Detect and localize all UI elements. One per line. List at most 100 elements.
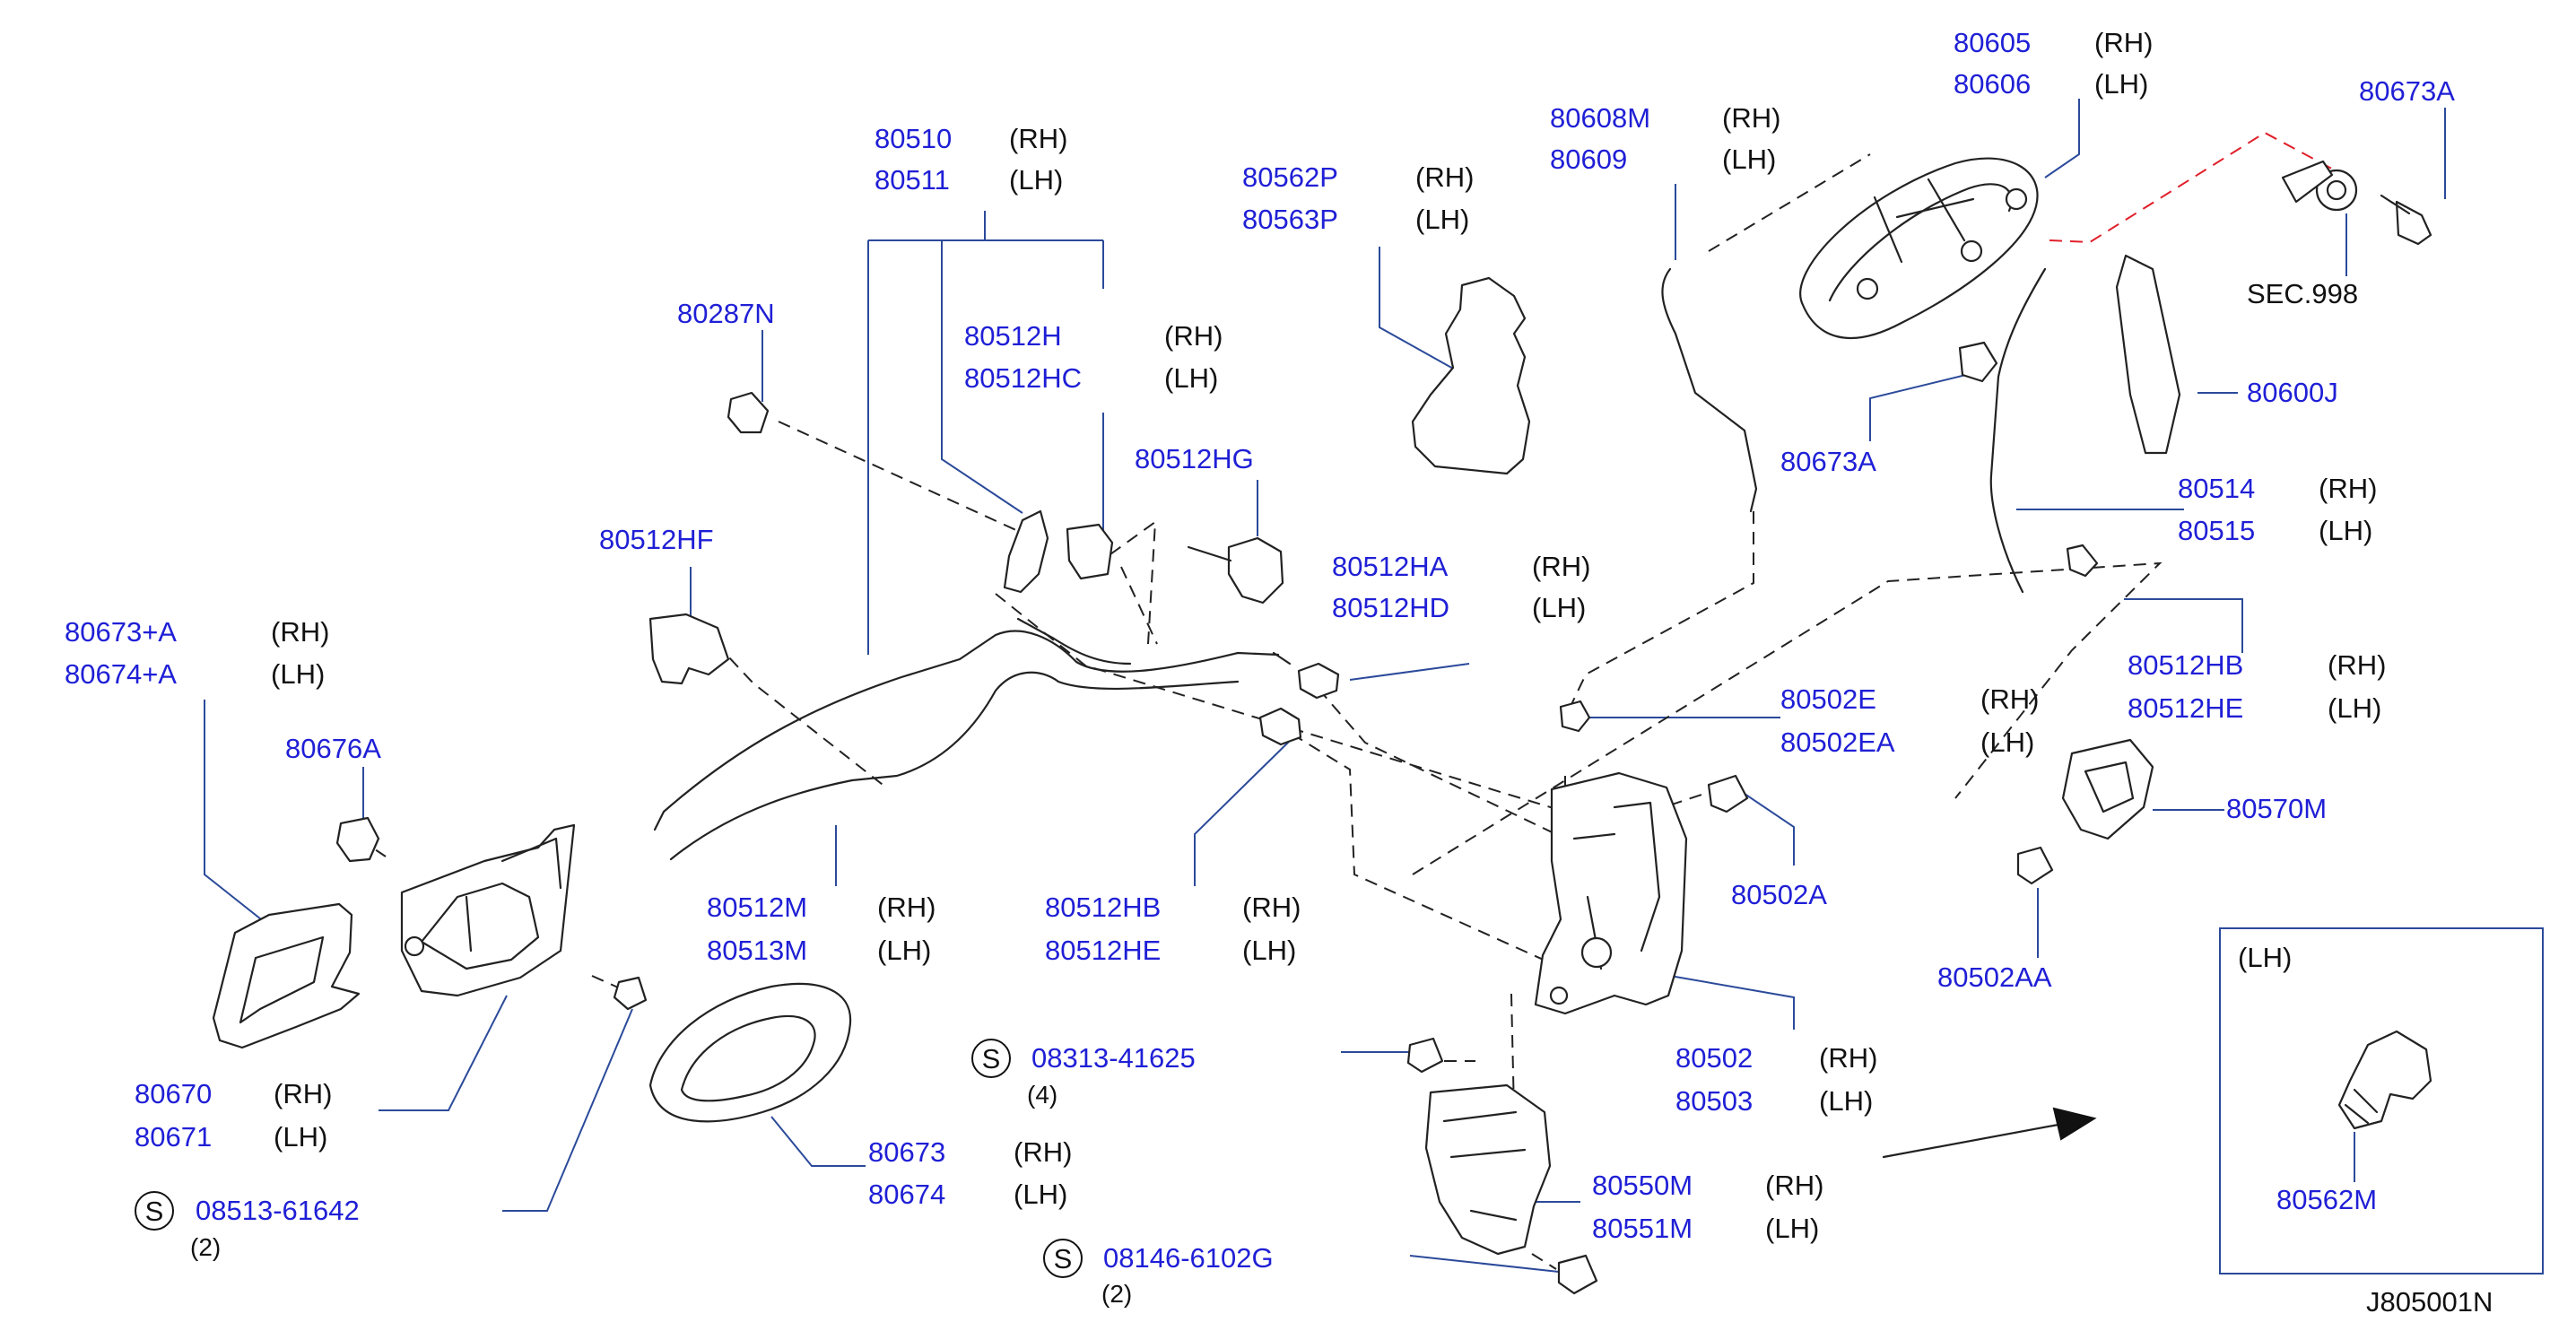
part-number[interactable]: 80502E — [1780, 683, 1876, 715]
label-08146-6102g: S 08146-6102G (2) — [1043, 1239, 1274, 1308]
side-marker: (LH) — [1722, 144, 1776, 175]
part-number[interactable]: 80673A — [2359, 75, 2455, 107]
part-number[interactable]: 80512HA — [1332, 551, 1449, 582]
side-marker: (LH) — [1415, 204, 1469, 235]
screw-80502aa-art — [2016, 846, 2054, 885]
leader-lines — [204, 99, 2446, 1273]
part-number[interactable]: 80676A — [285, 733, 381, 764]
part-number[interactable]: 08513-61642 — [196, 1195, 360, 1226]
screw-08313-art — [1406, 1037, 1444, 1074]
part-number[interactable]: 80503 — [1675, 1085, 1753, 1117]
label-08313-41625: S 08313-41625 (4) — [971, 1039, 1196, 1109]
bezel-80673-art — [648, 982, 852, 1123]
part-number[interactable]: 80512HB — [2128, 649, 2243, 681]
label-80512hb-right: 80512HB (RH) — [2128, 649, 2386, 681]
part-number[interactable]: 80511 — [875, 164, 950, 196]
side-marker: (LH) — [2094, 68, 2148, 100]
part-number[interactable]: 08313-41625 — [1031, 1042, 1196, 1074]
part-number[interactable]: 80562M — [2276, 1184, 2377, 1215]
label-80674: 80674 (LH) — [868, 1179, 1067, 1210]
clip-80512h-art — [1003, 509, 1114, 594]
part-number[interactable]: 80514 — [2178, 473, 2255, 504]
part-number[interactable]: 80670 — [135, 1078, 212, 1109]
part-number[interactable]: 80551M — [1592, 1213, 1693, 1244]
part-number[interactable]: 80512HF — [599, 524, 714, 555]
part-number[interactable]: 80502 — [1675, 1042, 1753, 1074]
bolt-top-art — [2380, 194, 2432, 246]
part-number[interactable]: 80673+A — [65, 616, 177, 648]
label-80502aa: 80502AA — [1937, 961, 2052, 993]
part-number[interactable]: 80512HC — [964, 362, 1082, 394]
label-80513m: 80513M (LH) — [707, 935, 931, 966]
part-number[interactable]: 80671 — [135, 1121, 212, 1153]
side-marker: (RH) — [1722, 102, 1780, 134]
part-number[interactable]: 80674 — [868, 1179, 945, 1210]
part-number[interactable]: 80608M — [1550, 102, 1650, 134]
arrow-right-icon — [1882, 1107, 2097, 1159]
label-80510: 80510 (RH) — [875, 123, 1067, 154]
part-number[interactable]: 80512HD — [1332, 592, 1449, 623]
label-80551m: 80551M (LH) — [1592, 1213, 1819, 1244]
side-marker: (LH) — [1980, 726, 2034, 758]
part-number[interactable]: 80512HE — [1045, 935, 1161, 966]
screw-80502a-art — [1707, 774, 1749, 813]
part-number[interactable]: 80502A — [1731, 879, 1827, 910]
fitting-80287n-art — [727, 391, 770, 434]
side-marker: (RH) — [877, 892, 936, 923]
side-marker: (RH) — [1164, 320, 1223, 352]
rod-80608m-art — [1661, 267, 1758, 513]
side-marker: (LH) — [2328, 692, 2381, 724]
label-80514: 80514 (RH) — [2178, 473, 2377, 504]
label-80512hg: 80512HG — [1135, 443, 1254, 474]
label-80673-plus-a: 80673+A (RH) — [65, 616, 329, 648]
part-number[interactable]: 80609 — [1550, 144, 1627, 175]
part-number[interactable]: 80570M — [2226, 793, 2327, 824]
label-80287n: 80287N — [677, 298, 775, 329]
part-number[interactable]: 80512M — [707, 892, 807, 923]
standard-part-symbol: S — [145, 1196, 164, 1227]
side-marker: (LH) — [271, 658, 325, 690]
part-number[interactable]: 80515 — [2178, 515, 2255, 546]
side-marker: (LH) — [1242, 935, 1296, 966]
part-number[interactable]: 80550M — [1592, 1170, 1693, 1201]
standard-part-symbol: S — [982, 1043, 1001, 1074]
part-number[interactable]: 80512HE — [2128, 692, 2243, 724]
circled-s-icon — [135, 1191, 174, 1231]
part-number[interactable]: 80673A — [1780, 446, 1876, 477]
side-marker: (LH) — [1819, 1085, 1873, 1117]
door-lock-80502-art — [1534, 771, 1688, 1015]
part-number[interactable]: 80287N — [677, 298, 775, 329]
label-80605: 80605 (RH) — [1954, 27, 2153, 58]
quantity: (4) — [1027, 1081, 1057, 1109]
part-number[interactable]: 80563P — [1242, 204, 1338, 235]
label-80512m: 80512M (RH) — [707, 892, 936, 923]
part-number[interactable]: 80674+A — [65, 658, 177, 690]
label-80512h: 80512H (RH) — [964, 320, 1223, 352]
part-number[interactable]: 80513M — [707, 935, 807, 966]
part-number[interactable]: 80502EA — [1780, 726, 1895, 758]
part-number[interactable]: 80562P — [1242, 161, 1338, 193]
side-marker: (RH) — [1009, 123, 1067, 154]
label-80512ha: 80512HA (RH) — [1332, 551, 1590, 582]
label-80673: 80673 (RH) — [868, 1136, 1072, 1168]
label-80673a-top: 80673A — [2359, 75, 2455, 107]
part-number[interactable]: 80510 — [875, 123, 952, 154]
label-80502ea: 80502EA (LH) — [1780, 726, 2034, 758]
part-number[interactable]: 80512H — [964, 320, 1062, 352]
part-number[interactable]: 80502AA — [1937, 961, 2052, 993]
label-80676a: 80676A — [285, 733, 381, 764]
clip-80512hb-center-art — [1258, 707, 1302, 746]
quantity: (2) — [190, 1233, 221, 1261]
part-number[interactable]: 80600J — [2247, 377, 2338, 408]
part-number[interactable]: 80512HB — [1045, 892, 1161, 923]
part-number[interactable]: 08146-6102G — [1103, 1242, 1274, 1274]
rod-80514-art — [1989, 267, 2047, 594]
clip-80512hf-art — [648, 613, 730, 685]
label-80600j: 80600J — [2247, 377, 2338, 408]
part-number[interactable]: 80512HG — [1135, 443, 1254, 474]
circled-s-icon — [1043, 1239, 1083, 1278]
label-80674-plus-a: 80674+A (LH) — [65, 658, 325, 690]
part-number[interactable]: 80606 — [1954, 68, 2031, 100]
part-number[interactable]: 80673 — [868, 1136, 945, 1168]
part-number[interactable]: 80605 — [1954, 27, 2031, 58]
